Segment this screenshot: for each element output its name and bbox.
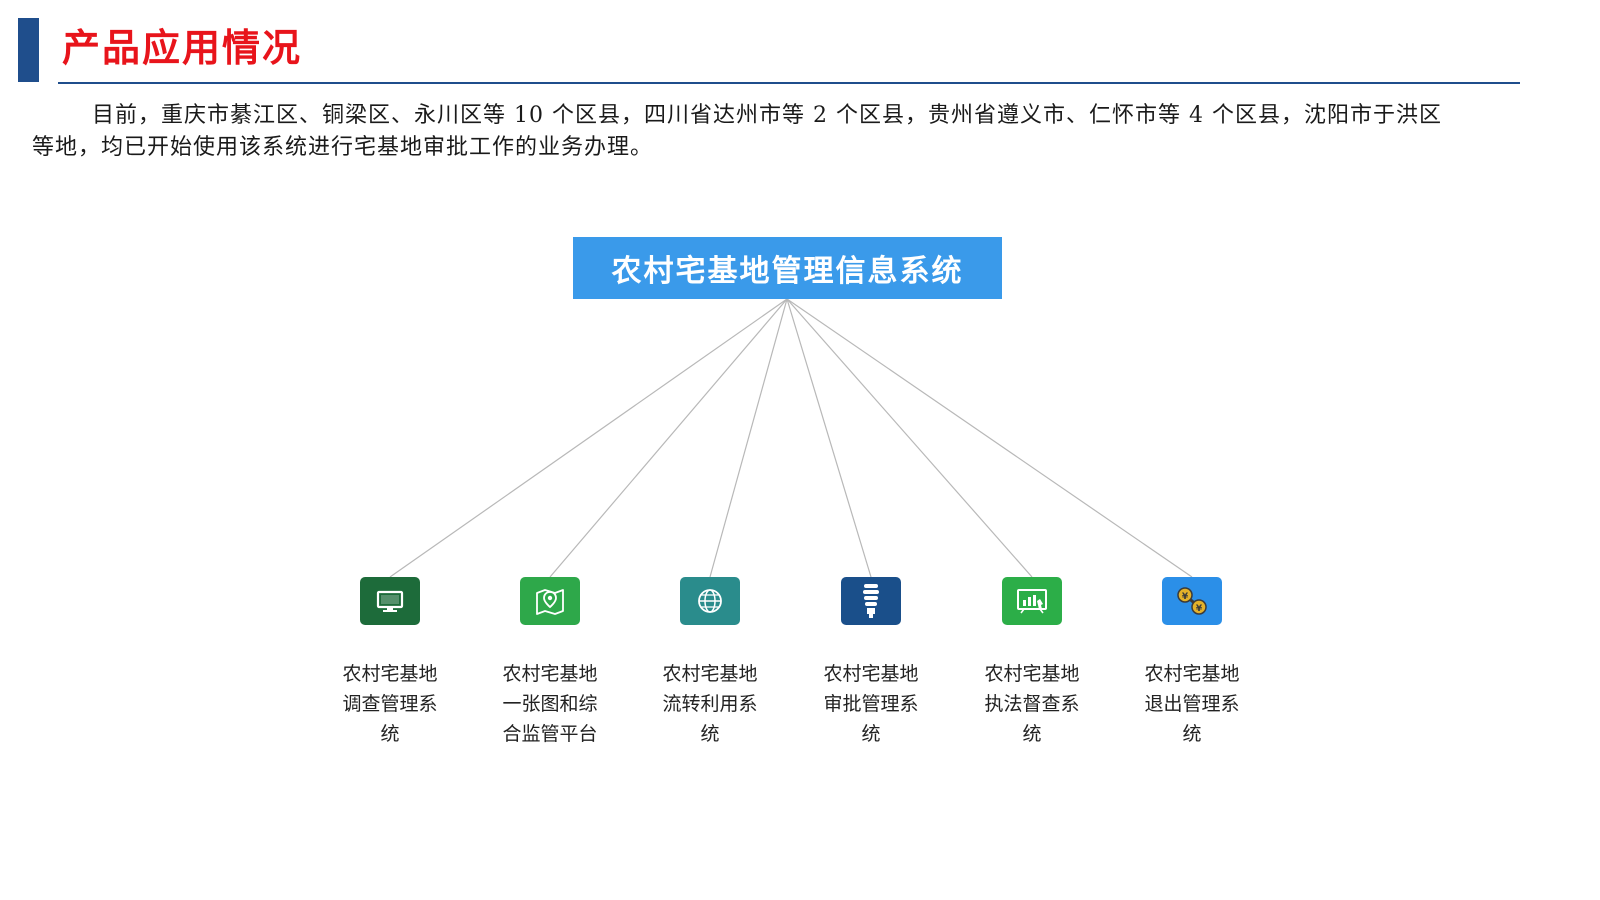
connector-line-4 <box>786 298 872 578</box>
title-divider <box>58 82 1520 84</box>
title-accent-bar <box>18 18 39 82</box>
coins-icon: ¥ ¥ <box>1162 577 1222 625</box>
svg-text:¥: ¥ <box>1182 592 1189 602</box>
map-pin-icon <box>520 577 580 625</box>
node-label: 农村宅基地 执法督查系 统 <box>984 663 1080 745</box>
node-label: 农村宅基地 退出管理系 统 <box>1144 663 1240 745</box>
connector-line-2 <box>549 298 788 578</box>
node-label: 农村宅基地 流转利用系 统 <box>662 663 758 745</box>
connector-line-1 <box>389 298 788 578</box>
connector-line-5 <box>786 298 1033 578</box>
node-label: 农村宅基地 一张图和综 合监管平台 <box>502 663 598 745</box>
root-system-box: 农村宅基地管理信息系统 <box>573 237 1002 299</box>
node-label: 农村宅基地 审批管理系 统 <box>823 663 919 745</box>
globe-icon <box>680 577 740 625</box>
root-system-label: 农村宅基地管理信息系统 <box>611 254 964 289</box>
bulb-icon <box>841 577 901 625</box>
intro-paragraph: 目前，重庆市綦江区、铜梁区、永川区等 10 个区县，四川省达州市等 2 个区县，… <box>32 103 1442 160</box>
connector-line-3 <box>709 298 788 578</box>
monitor-icon <box>360 577 420 625</box>
svg-text:¥: ¥ <box>1196 604 1203 614</box>
node-label: 农村宅基地 调查管理系 统 <box>342 663 438 745</box>
connector-line-6 <box>786 298 1193 578</box>
chart-board-icon <box>1002 577 1062 625</box>
page-title: 产品应用情况 <box>62 26 303 70</box>
